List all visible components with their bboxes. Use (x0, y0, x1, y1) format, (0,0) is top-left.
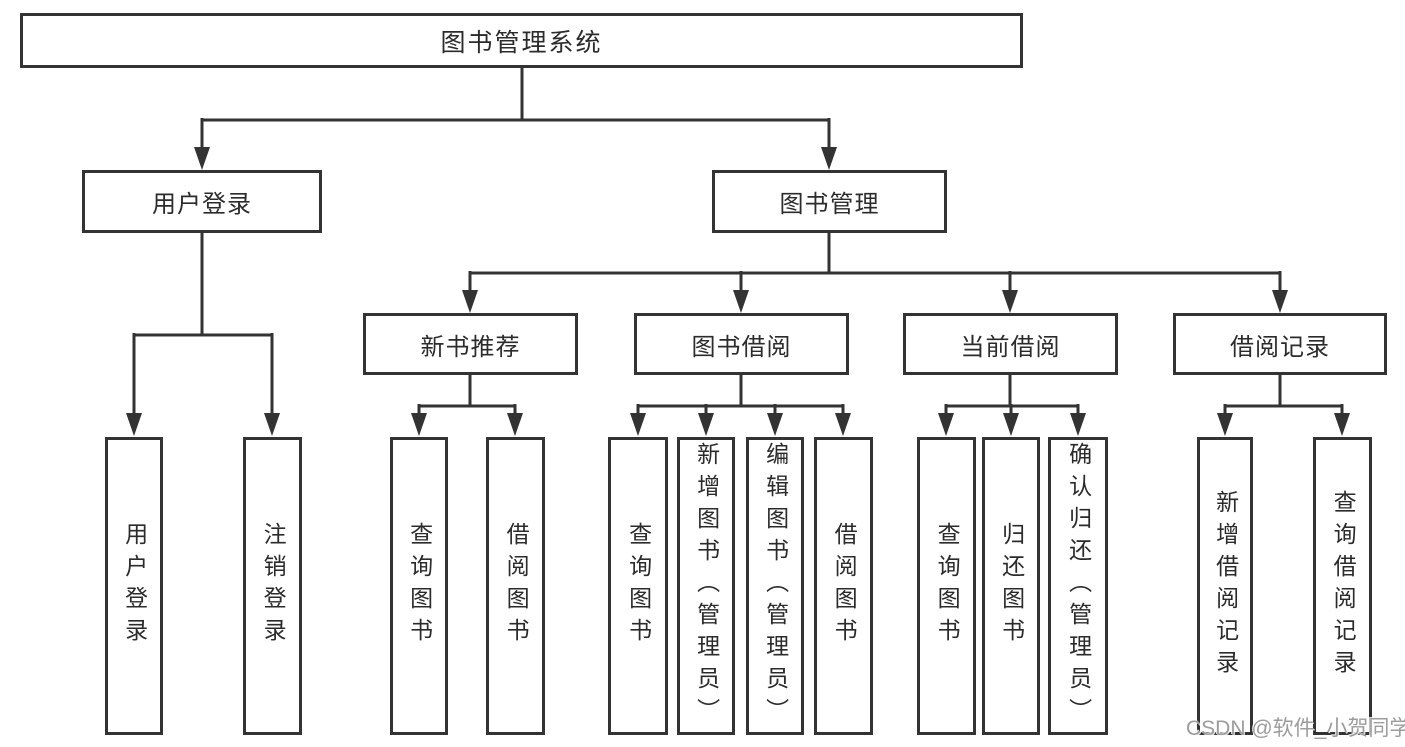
arrowhead (835, 413, 851, 436)
line (132, 231, 274, 416)
line (636, 373, 845, 416)
node-user-login: 用户登录 (82, 170, 322, 233)
node-borrow-records: 借阅记录 (1173, 313, 1387, 375)
node-new-books: 新书推荐 (363, 313, 578, 375)
node-book-borrow-label: 图书借阅 (691, 333, 792, 361)
leaf-borrow-add-book: 新增图书（管理员） (677, 437, 735, 735)
arrowhead (630, 413, 646, 436)
leaf-current-confirm-return: 确认归还（管理员） (1048, 437, 1108, 735)
line (417, 373, 517, 416)
csdn-watermark: CSDN @软件_小贺同学 (1186, 717, 1405, 740)
arrowhead (194, 147, 210, 170)
leaf-current-return: 归还图书 (982, 437, 1040, 735)
node-new-books-label: 新书推荐 (420, 333, 521, 361)
root-connector (194, 66, 837, 170)
leaf-logout: 注销登录 (243, 437, 302, 735)
leaf-records-query: 查询借阅记录 (1313, 437, 1372, 735)
leaf-borrow-book: 借阅图书 (814, 437, 873, 735)
node-book-borrow: 图书借阅 (634, 313, 849, 375)
leaf-new-books-borrow: 借阅图书 (486, 437, 545, 735)
arrowhead (126, 413, 142, 436)
arrowhead (938, 413, 954, 436)
arrowhead (1002, 290, 1018, 313)
leaf-borrow-query: 查询图书 (608, 437, 668, 735)
arrowhead (1272, 290, 1288, 313)
arrowhead (462, 290, 478, 313)
node-borrow-records-label: 借阅记录 (1230, 333, 1330, 361)
book-borrow-connector (630, 373, 851, 436)
node-user-login-label: 用户登录 (152, 191, 252, 218)
line (944, 373, 1080, 416)
leaf-borrow-edit-book: 编辑图书（管理员） (746, 437, 804, 735)
arrowhead (1217, 413, 1233, 436)
node-current-borrow-label: 当前借阅 (960, 333, 1061, 361)
line (468, 231, 1282, 292)
arrowhead (698, 413, 714, 436)
arrowhead (507, 413, 523, 436)
node-book-mgmt-label: 图书管理 (779, 191, 880, 218)
book-mgmt-connector (462, 231, 1288, 313)
arrowhead (264, 413, 280, 436)
leaf-records-add: 新增借阅记录 (1197, 437, 1253, 735)
arrowhead (733, 290, 749, 313)
line (1223, 373, 1344, 416)
leaf-current-query: 查询图书 (917, 437, 976, 735)
line (200, 66, 831, 150)
current-borrow-connector (938, 373, 1086, 436)
borrow-records-connector (1217, 373, 1350, 436)
arrowhead (1003, 413, 1019, 436)
new-books-connector (411, 373, 523, 436)
node-current-borrow: 当前借阅 (903, 313, 1118, 375)
arrowhead (821, 147, 837, 170)
node-root-label: 图书管理系统 (440, 28, 603, 57)
node-root: 图书管理系统 (20, 13, 1023, 68)
arrowhead (767, 413, 783, 436)
arrowhead (1334, 413, 1350, 436)
arrowhead (1070, 413, 1086, 436)
leaf-new-books-query: 查询图书 (390, 437, 448, 735)
user-login-connector (126, 231, 280, 436)
node-book-mgmt: 图书管理 (712, 170, 947, 233)
leaf-user-login: 用户登录 (105, 437, 163, 735)
arrowhead (411, 413, 427, 436)
